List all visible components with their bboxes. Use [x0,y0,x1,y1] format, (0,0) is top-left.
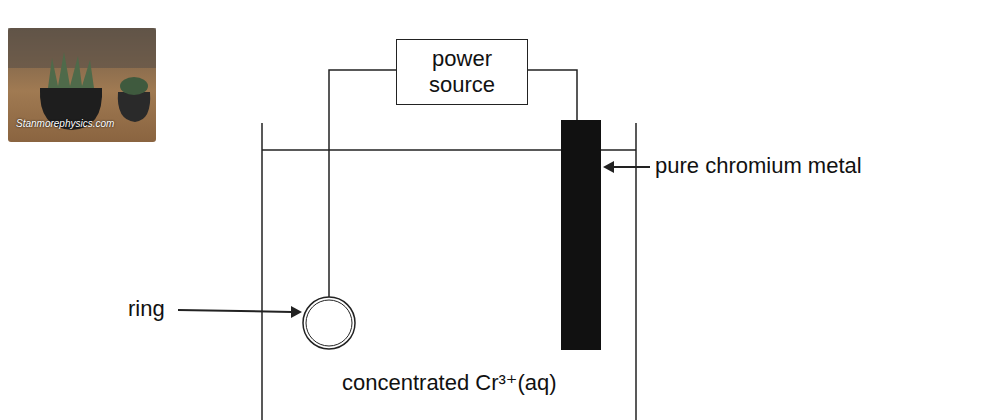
thumbnail-photo [8,28,156,142]
beaker-wall [261,123,263,420]
chromium-electrode [561,120,601,350]
leader-line [612,166,650,168]
arrow-head [291,306,302,318]
electrolyte-label: concentrated Cr³⁺(aq) [342,370,557,396]
electrode-label: pure chromium metal [655,153,862,179]
ring-electrode [303,297,355,349]
box-text: power source [422,46,502,99]
watermark: Stanmorephysics.com [16,118,114,129]
ring-label: ring [128,296,165,322]
power-source-box: power source [396,39,528,105]
arrow-head [603,161,614,173]
leader-line [178,310,292,312]
ring-electrode [306,300,352,346]
